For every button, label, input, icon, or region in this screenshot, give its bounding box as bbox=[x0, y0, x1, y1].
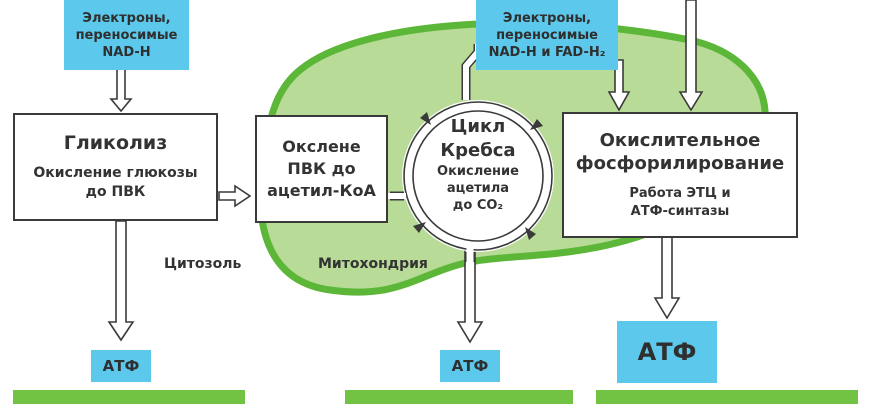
carrier-right-line3: NAD-H и FAD-H₂ bbox=[488, 44, 606, 60]
bottom-bar-middle bbox=[345, 390, 573, 404]
oxphos-line3: Работа ЭТЦ и bbox=[629, 186, 731, 201]
oxphos-box: Окислительное фосфорилирование Работа ЭТ… bbox=[562, 112, 798, 238]
krebs-line4: ацетила bbox=[446, 181, 510, 196]
krebs-line2: Кребса bbox=[440, 140, 516, 161]
oxphos-line4: АТФ-синтазы bbox=[630, 204, 730, 219]
arrow-glycolysis-pvk bbox=[218, 184, 252, 208]
glycolysis-box: Гликолиз Окисление глюкозы до ПВК bbox=[13, 113, 218, 221]
atp-right-label: АТФ bbox=[637, 338, 697, 366]
arrow-glycolysis-atp bbox=[107, 220, 135, 342]
carrier-left-line3: NAD-H bbox=[102, 44, 151, 60]
pvk-line2: ПВК до bbox=[287, 159, 356, 178]
pvk-line1: Окслене bbox=[282, 137, 361, 156]
krebs-cycle-ring bbox=[402, 100, 554, 252]
oxphos-line1: Окислительное bbox=[599, 130, 761, 151]
carrier-box-nadh: Электроны, переносимые NAD-H bbox=[64, 0, 189, 70]
krebs-line3: Окисление bbox=[437, 164, 519, 179]
carrier-right-line2: переносимые bbox=[496, 27, 598, 43]
arrow-nadh-oxphos bbox=[607, 59, 631, 112]
glycolysis-line1: Окисление глюкозы bbox=[33, 165, 198, 181]
krebs-line1: Цикл bbox=[450, 116, 506, 137]
arrow-oxphos-atp bbox=[653, 236, 681, 320]
arrow-nadh-left bbox=[109, 68, 133, 113]
carrier-right-line1: Электроны, bbox=[502, 10, 592, 26]
krebs-line5: до CO₂ bbox=[452, 198, 504, 213]
atp-box-middle: АТФ bbox=[440, 350, 500, 382]
atp-left-label: АТФ bbox=[102, 357, 140, 375]
carrier-box-nadh-fadh2: Электроны, переносимые NAD-H и FAD-H₂ bbox=[476, 0, 618, 70]
pvk-oxidation-box: Окслене ПВК до ацетил-КоА bbox=[255, 115, 388, 223]
glycolysis-line2: до ПВК bbox=[85, 184, 146, 200]
krebs-text: Цикл Кребса Окисление ацетила до CO₂ bbox=[418, 115, 538, 214]
pvk-line3: ацетил-КоА bbox=[267, 181, 376, 200]
cytosol-label: Цитозоль bbox=[164, 256, 242, 272]
carrier-left-line2: переносимые bbox=[75, 27, 178, 43]
glycolysis-title: Гликолиз bbox=[63, 132, 168, 154]
atp-box-left: АТФ bbox=[91, 350, 151, 382]
atp-middle-label: АТФ bbox=[451, 357, 489, 375]
mitochondria-label: Митохондрия bbox=[318, 256, 428, 272]
atp-box-right: АТФ bbox=[617, 321, 717, 383]
carrier-left-line1: Электроны, bbox=[82, 10, 171, 26]
bottom-bar-left bbox=[13, 390, 245, 404]
bottom-bar-right bbox=[596, 390, 858, 404]
arrow-top-oxphos bbox=[678, 0, 704, 112]
oxphos-line2: фосфорилирование bbox=[575, 153, 785, 174]
